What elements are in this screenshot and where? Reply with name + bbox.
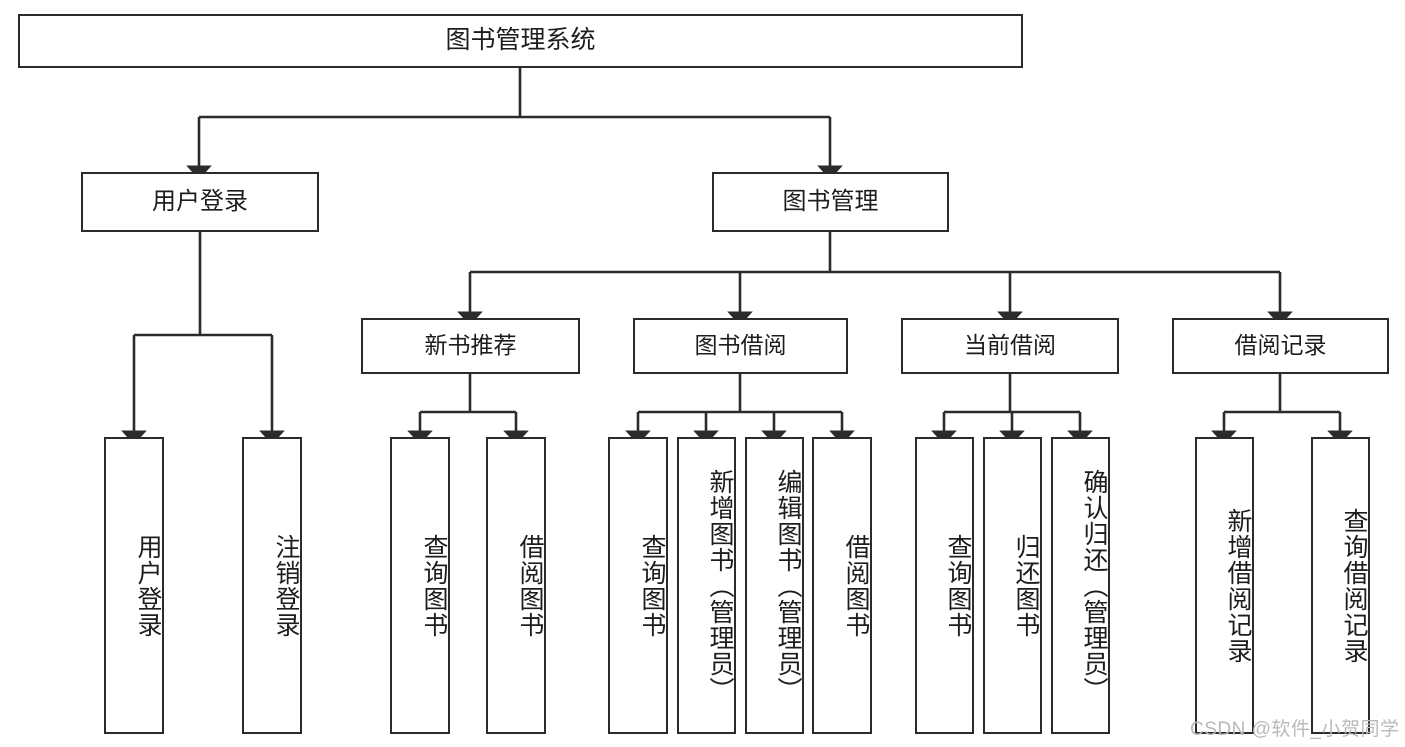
node-leaf-user-login[interactable]: 用户登录 (104, 437, 164, 734)
node-label: 查询图书 (944, 533, 972, 638)
node-leaf-return-book[interactable]: 归还图书 (983, 437, 1042, 734)
node-leaf-borrow-book-1[interactable]: 借阅图书 (486, 437, 546, 734)
node-label: 用户登录 (152, 187, 248, 215)
node-user-login[interactable]: 用户登录 (81, 172, 319, 232)
node-label: 借阅图书 (516, 533, 544, 638)
node-label: 新书推荐 (424, 332, 517, 359)
node-leaf-edit-book[interactable]: 编辑图书（管理员） (745, 437, 804, 734)
node-label: 图书借阅 (694, 332, 787, 359)
csdn-watermark: CSDN @软件_小贺同学 (1190, 719, 1400, 740)
node-leaf-query-book-2[interactable]: 查询图书 (608, 437, 668, 734)
node-label: 编辑图书（管理员） (774, 468, 802, 703)
node-new-book-recommend[interactable]: 新书推荐 (361, 318, 580, 374)
node-leaf-add-book[interactable]: 新增图书（管理员） (677, 437, 736, 734)
node-book-borrow[interactable]: 图书借阅 (633, 318, 848, 374)
node-leaf-confirm-return[interactable]: 确认归还（管理员） (1051, 437, 1110, 734)
node-label: 图书管理系统 (445, 26, 596, 55)
node-label: 当前借阅 (964, 332, 1056, 359)
node-root-system[interactable]: 图书管理系统 (18, 14, 1023, 68)
node-label: 新增借阅记录 (1224, 507, 1252, 664)
node-borrow-record[interactable]: 借阅记录 (1172, 318, 1389, 374)
node-leaf-add-borrow-record[interactable]: 新增借阅记录 (1195, 437, 1254, 734)
node-label: 查询图书 (638, 533, 666, 638)
node-label: 确认归还（管理员） (1080, 468, 1108, 703)
node-label: 归还图书 (1012, 533, 1040, 638)
node-leaf-query-book-3[interactable]: 查询图书 (915, 437, 974, 734)
node-label: 新增图书（管理员） (706, 468, 734, 703)
node-leaf-logout-login[interactable]: 注销登录 (242, 437, 302, 734)
node-label: 注销登录 (272, 533, 300, 638)
node-label: 借阅记录 (1234, 332, 1327, 359)
node-label: 图书管理 (782, 187, 879, 215)
node-leaf-borrow-book-2[interactable]: 借阅图书 (812, 437, 872, 734)
node-leaf-query-borrow-record[interactable]: 查询借阅记录 (1311, 437, 1370, 734)
node-book-management[interactable]: 图书管理 (712, 172, 949, 232)
node-current-borrow[interactable]: 当前借阅 (901, 318, 1119, 374)
node-label: 查询借阅记录 (1340, 507, 1368, 664)
node-label: 查询图书 (420, 533, 448, 638)
node-leaf-query-book-1[interactable]: 查询图书 (390, 437, 450, 734)
node-label: 用户登录 (134, 533, 162, 638)
node-label: 借阅图书 (842, 533, 870, 638)
